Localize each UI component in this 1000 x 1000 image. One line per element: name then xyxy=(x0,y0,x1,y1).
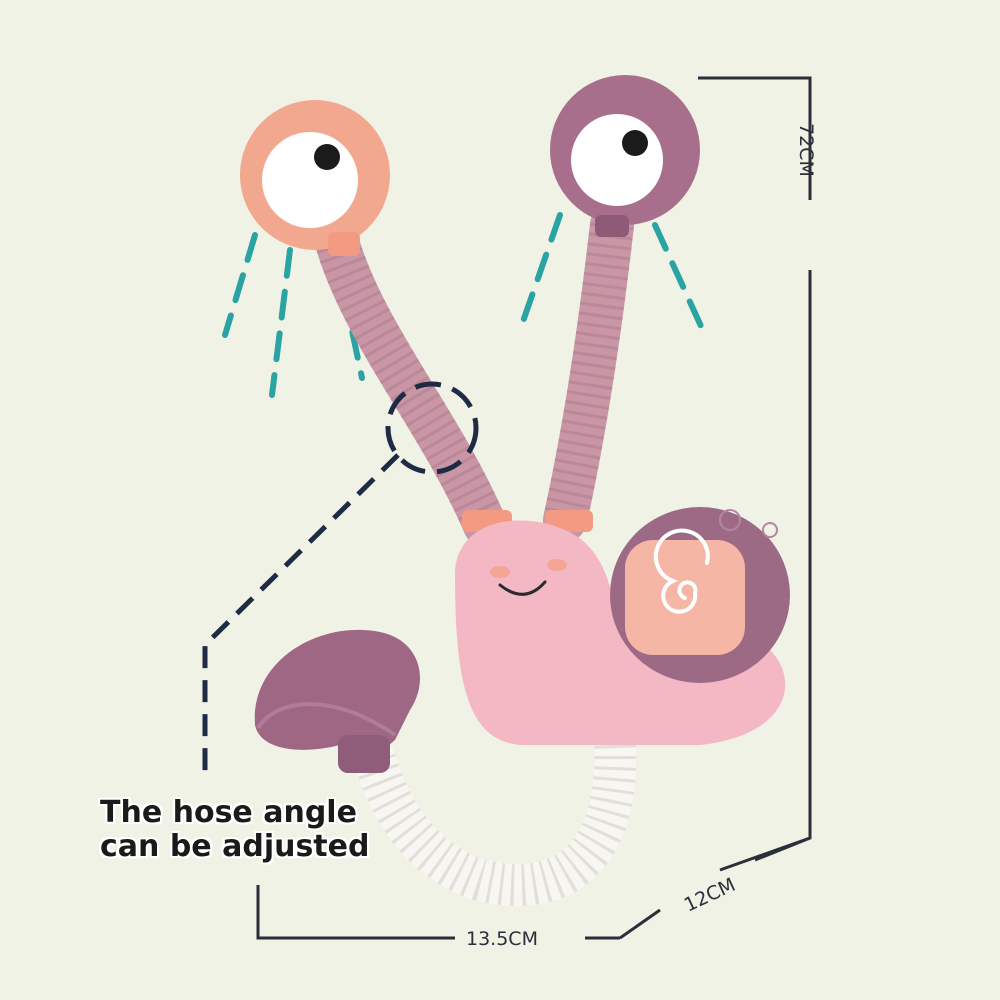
snail-shell xyxy=(610,507,790,683)
width-label: 13.5CM xyxy=(466,928,538,950)
hose-adjust-marker xyxy=(385,381,479,475)
left-shower-head xyxy=(240,100,390,256)
callout-line-2: can be adjusted xyxy=(100,829,370,864)
height-label: 72CM xyxy=(795,123,817,177)
height-dimension xyxy=(698,76,812,872)
left-hose xyxy=(313,213,507,547)
callout-line-1: The hose angle xyxy=(100,795,357,830)
suction-cup xyxy=(254,629,420,773)
width-dimension xyxy=(256,885,620,940)
depth-dimension xyxy=(619,836,811,940)
hose-angle-callout: The hose angle can be adjusted xyxy=(100,796,369,864)
right-shower-head xyxy=(550,75,700,237)
depth-label: 12CM xyxy=(681,874,739,917)
callout-leader xyxy=(202,453,400,780)
